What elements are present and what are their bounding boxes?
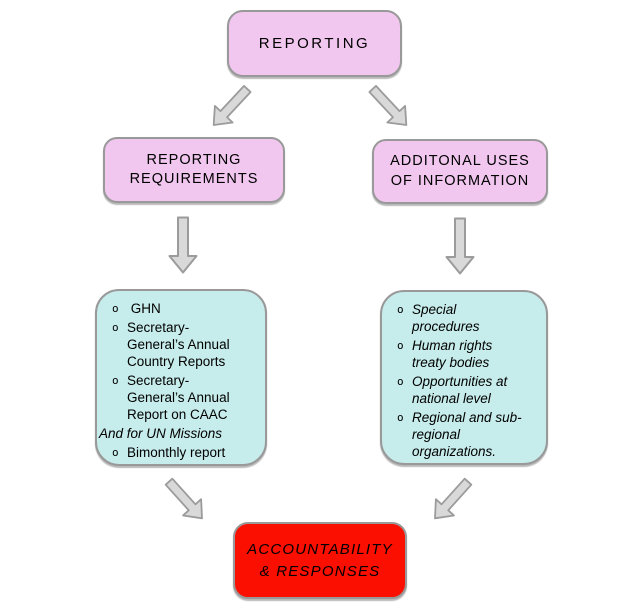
list-item-text: Human rights treaty bodies bbox=[412, 338, 493, 370]
list-item: And for UN Missions bbox=[99, 425, 259, 442]
accountability-box: ACCOUNTABILITY & RESPONSES bbox=[233, 522, 407, 599]
additional-uses-list: o Special procedures o Human rights trea… bbox=[382, 292, 546, 462]
list-item: o Special procedures bbox=[394, 301, 540, 335]
list-item: o Secretary- General’s Annual Country Re… bbox=[109, 319, 259, 370]
arrow-down-left-icon bbox=[203, 79, 258, 135]
additional-uses-label: ADDITONAL USES OF INFORMATION bbox=[390, 153, 530, 189]
list-item-text: Special procedures bbox=[412, 302, 480, 334]
circle-bullet-icon: o bbox=[397, 411, 404, 424]
list-item-text: Opportunities at national level bbox=[412, 374, 508, 406]
reporting-box-label: REPORTING bbox=[258, 34, 371, 52]
circle-bullet-icon: o bbox=[397, 303, 404, 316]
list-item-text: GHN bbox=[127, 301, 161, 316]
accountability-box-label: ACCOUNTABILITY & RESPONSES bbox=[247, 540, 393, 580]
arrow-down-icon bbox=[445, 217, 475, 275]
list-item: o Bimonthly report bbox=[109, 444, 259, 461]
additional-uses-list-box: o Special procedures o Human rights trea… bbox=[380, 290, 548, 465]
list-item: o GHN bbox=[109, 300, 259, 317]
list-item: o Opportunities at national level bbox=[394, 373, 540, 407]
arrow-down-icon bbox=[168, 216, 198, 274]
reporting-requirements-label: REPORTING REQUIREMENTS bbox=[129, 151, 259, 187]
additional-uses-box: ADDITONAL USES OF INFORMATION bbox=[372, 139, 548, 204]
list-item-text: Regional and sub- regional organizations… bbox=[412, 410, 522, 459]
circle-bullet-icon: o bbox=[112, 302, 119, 315]
requirements-list-box: o GHN o Secretary- General’s Annual Coun… bbox=[95, 289, 267, 466]
list-item: o Secretary- General’s Annual Report on … bbox=[109, 372, 259, 423]
list-item-text: Secretary- General’s Annual Country Repo… bbox=[127, 320, 230, 369]
circle-bullet-icon: o bbox=[112, 321, 119, 334]
circle-bullet-icon: o bbox=[397, 375, 404, 388]
list-item-text: Secretary- General’s Annual Report on CA… bbox=[127, 373, 230, 422]
circle-bullet-icon: o bbox=[112, 374, 119, 387]
list-item: o Regional and sub- regional organizatio… bbox=[394, 409, 540, 460]
circle-bullet-icon: o bbox=[112, 446, 119, 459]
list-item-text: Bimonthly report bbox=[127, 445, 226, 460]
list-item-text: And for UN Missions bbox=[99, 426, 223, 441]
arrow-down-left-icon bbox=[424, 472, 479, 529]
reporting-requirements-box: REPORTING REQUIREMENTS bbox=[103, 137, 285, 203]
requirements-list: o GHN o Secretary- General’s Annual Coun… bbox=[97, 291, 265, 463]
arrow-down-right-icon bbox=[362, 79, 417, 135]
circle-bullet-icon: o bbox=[397, 339, 404, 352]
list-item: o Human rights treaty bodies bbox=[394, 337, 540, 371]
arrow-down-right-icon bbox=[158, 472, 213, 529]
reporting-box: REPORTING bbox=[227, 10, 402, 77]
